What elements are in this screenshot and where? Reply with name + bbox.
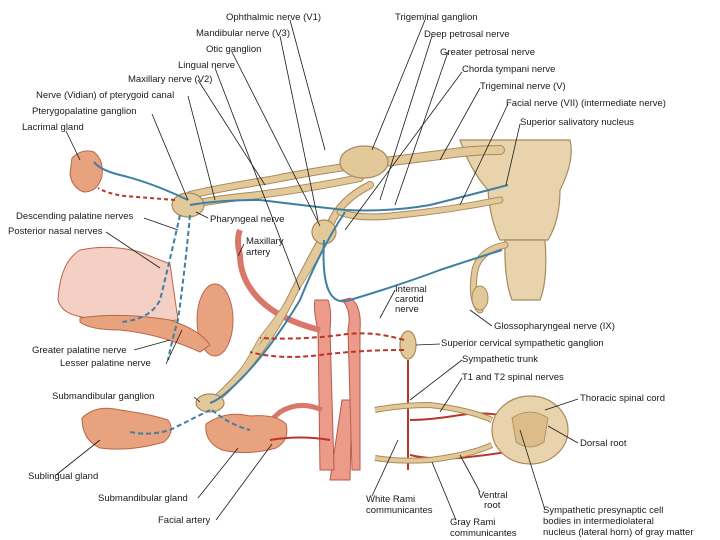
- palate: [79, 314, 211, 353]
- label-descending-palatine-nerves: Descending palatine nerves: [16, 211, 133, 222]
- symp-deep-petrosal: [259, 332, 405, 341]
- label-deep-petrosal-nerve: Deep petrosal nerve: [424, 29, 510, 40]
- label-pterygopalatine-ganglion: Pterygopalatine ganglion: [32, 106, 137, 117]
- label-ophthalmic-nerve: Ophthalmic nerve (V1): [226, 12, 321, 23]
- trigeminal-ganglion: [339, 145, 389, 179]
- label-facial-nerve: Facial nerve (VII) (intermediate nerve): [506, 98, 666, 109]
- label-facial-artery: Facial artery: [158, 515, 211, 526]
- gray-matter: [511, 411, 549, 448]
- label-superior-cervical-ganglion: Superior cervical sympathetic ganglion: [441, 338, 604, 349]
- label-otic-ganglion: Otic ganglion: [206, 44, 261, 55]
- label-posterior-nasal-nerves: Posterior nasal nerves: [8, 226, 103, 237]
- label-sublingual-gland: Sublingual gland: [28, 471, 98, 482]
- label-gray-rami-line1: Gray Rami: [450, 517, 495, 528]
- label-t1-t2-spinal-nerves: T1 and T2 spinal nerves: [462, 372, 564, 383]
- label-internal-carotid-line3: nerve: [395, 304, 419, 315]
- symp-to-glands: [269, 436, 331, 441]
- label-white-rami-line1: White Rami: [366, 494, 415, 505]
- label-sympathetic-trunk: Sympathetic trunk: [462, 354, 538, 365]
- parasym-lacrimal: [93, 161, 189, 201]
- label-maxillary-artery-line2: artery: [246, 247, 271, 258]
- label-pharyngeal-nerve: Pharyngeal nerve: [210, 214, 284, 225]
- leader-lines: [55, 19, 579, 521]
- label-submandibular-gland: Submandibular gland: [98, 493, 188, 504]
- label-presynaptic-line3: nucleus (lateral horn) of gray matter: [543, 527, 693, 538]
- label-submandibular-ganglion: Submandibular ganglion: [52, 391, 154, 402]
- external-carotid-artery: [313, 299, 335, 471]
- label-lingual-nerve: Lingual nerve: [178, 60, 235, 71]
- parasym-glossopharyngeal: [322, 239, 503, 303]
- submandibular-gland: [205, 413, 288, 454]
- label-trigeminal-ganglion: Trigeminal ganglion: [395, 12, 478, 23]
- parasym-facial-preganglionic: [189, 184, 509, 212]
- label-maxillary-nerve: Maxillary nerve (V2): [128, 74, 212, 85]
- label-ventral-root-line1: Ventral: [478, 490, 508, 501]
- glands: [69, 150, 288, 454]
- label-internal-carotid-line1: Internal: [395, 284, 427, 295]
- internal-carotid-artery: [341, 297, 361, 471]
- thoracic-region: [374, 395, 569, 465]
- label-superior-salivatory-nucleus: Superior salivatory nucleus: [520, 117, 634, 128]
- superior-cervical-ganglion: [399, 330, 417, 360]
- brainstem: [459, 139, 572, 301]
- label-vidian-nerve: Nerve (Vidian) of pterygoid canal: [36, 90, 174, 101]
- trigeminal-nerves-fill: [187, 146, 504, 403]
- pons: [459, 139, 572, 241]
- nasal-palate-region: [57, 246, 211, 353]
- tonsil-mass: [196, 283, 234, 357]
- medulla: [504, 239, 547, 301]
- label-internal-carotid-line2: carotid: [395, 294, 424, 305]
- label-white-rami-line2: communicantes: [366, 505, 433, 516]
- label-presynaptic-line1: Sympathetic presynaptic cell: [543, 505, 663, 516]
- label-greater-palatine-nerve: Greater palatine nerve: [32, 345, 127, 356]
- label-lesser-palatine-nerve: Lesser palatine nerve: [60, 358, 151, 369]
- label-gray-rami-line2: communicantes: [450, 528, 517, 539]
- label-greater-petrosal-nerve: Greater petrosal nerve: [440, 47, 535, 58]
- pterygopalatine-ganglion: [171, 192, 205, 218]
- label-presynaptic-line2: bodies in intermediolateral: [543, 516, 654, 527]
- glossopharyngeal-ganglion: [471, 285, 489, 311]
- label-mandibular-nerve: Mandibular nerve (V3): [196, 28, 290, 39]
- sublingual-gland: [81, 407, 172, 450]
- nasal-cavity: [57, 246, 179, 323]
- label-thoracic-spinal-cord: Thoracic spinal cord: [580, 393, 665, 404]
- labels: Ophthalmic nerve (V1) Trigeminal ganglio…: [8, 12, 693, 539]
- label-trigeminal-nerve: Trigeminal nerve (V): [480, 81, 566, 92]
- ganglia: [171, 192, 417, 413]
- label-ventral-root-line2: root: [484, 500, 501, 511]
- label-chorda-tympani-nerve: Chorda tympani nerve: [462, 64, 555, 75]
- label-maxillary-artery-line1: Maxillary: [246, 236, 284, 247]
- label-lacrimal-gland: Lacrimal gland: [22, 122, 84, 133]
- lacrimal-gland: [69, 150, 103, 193]
- label-glossopharyngeal-nerve: Glossopharyngeal nerve (IX): [494, 321, 615, 332]
- label-dorsal-root: Dorsal root: [580, 438, 627, 449]
